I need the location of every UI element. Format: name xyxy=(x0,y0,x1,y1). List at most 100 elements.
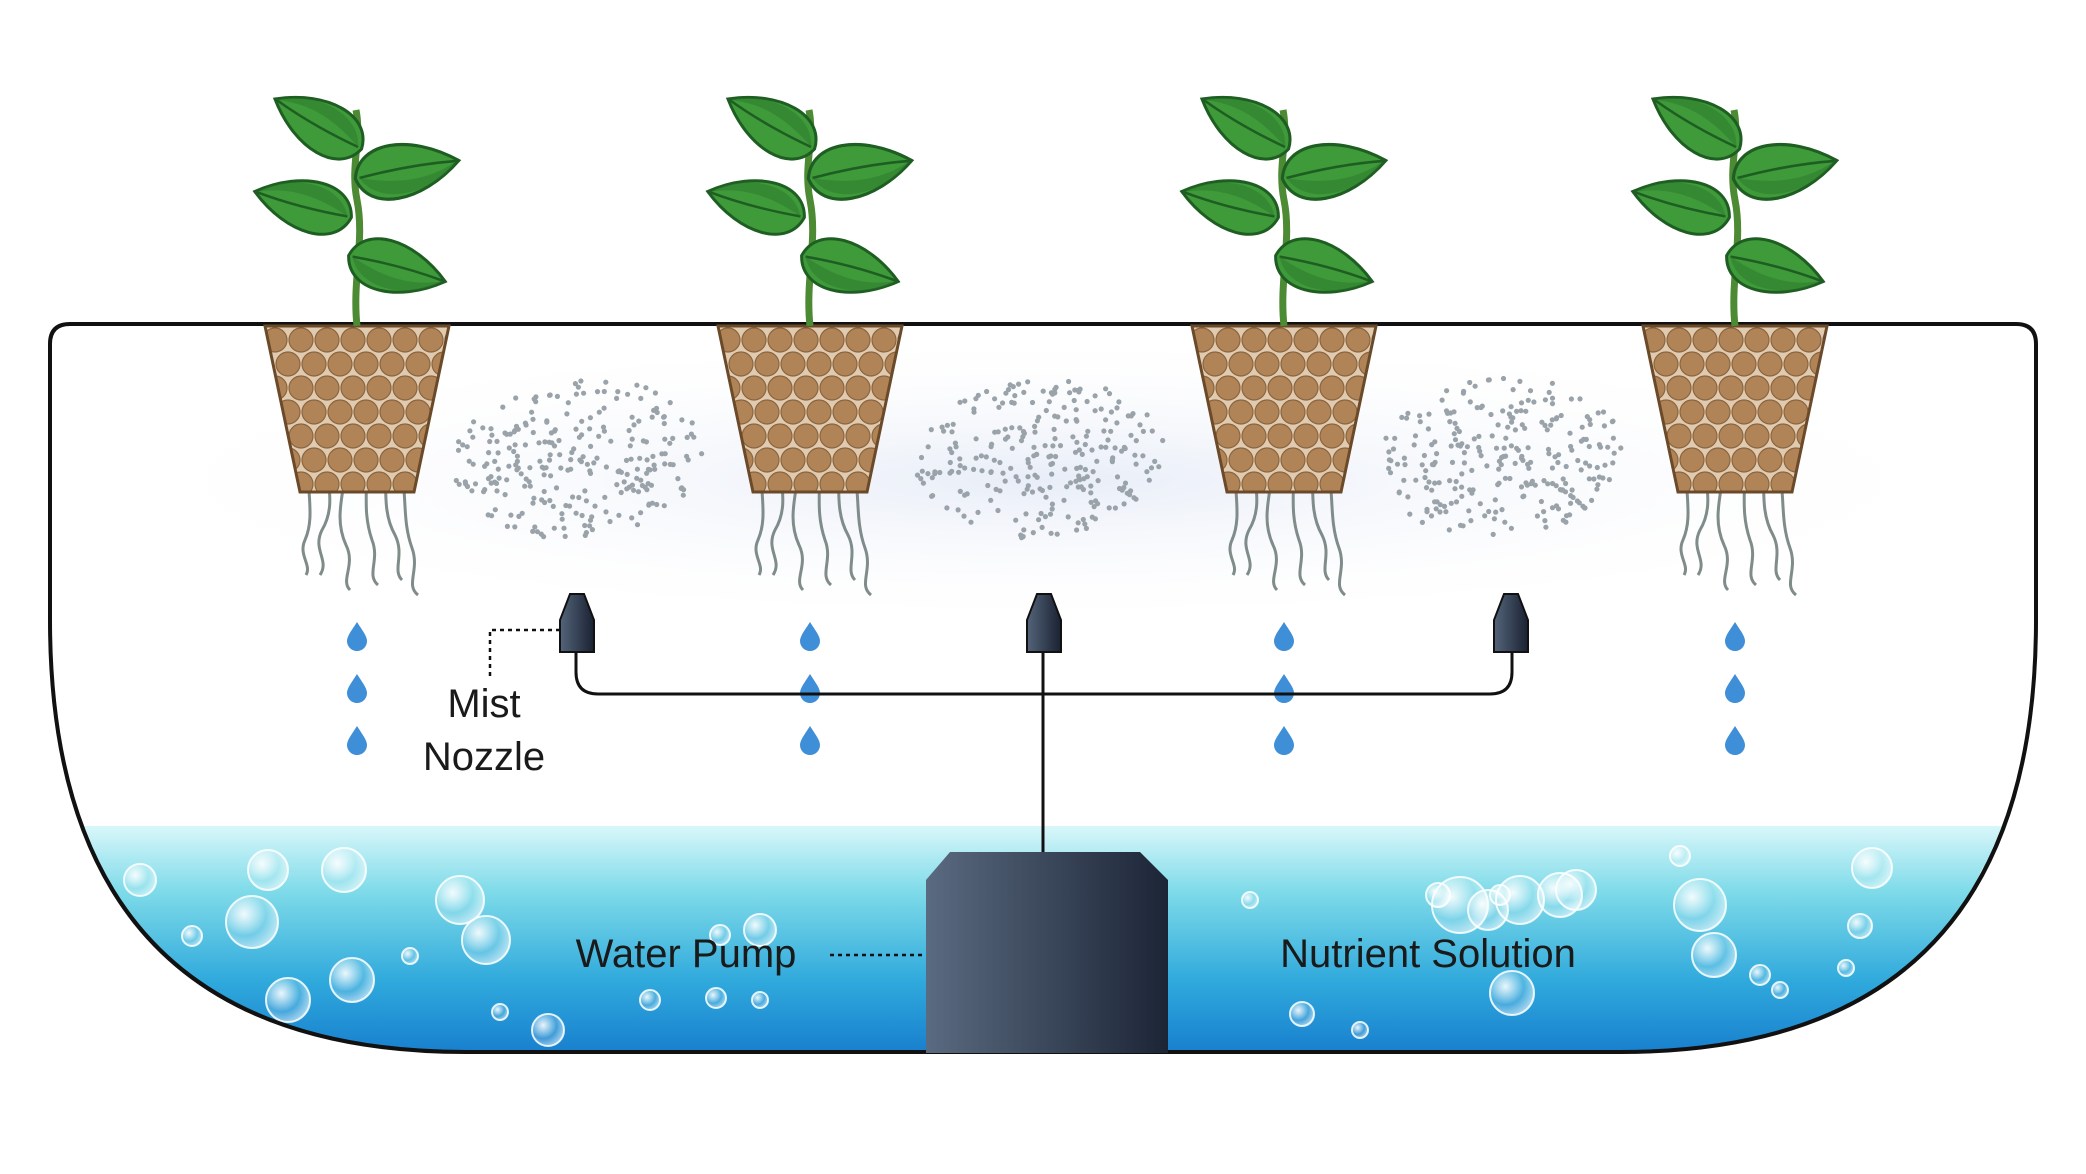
mist-dot xyxy=(670,435,676,441)
mist-dot xyxy=(1000,400,1006,406)
mist-dot xyxy=(544,418,550,424)
pebble xyxy=(392,327,418,353)
mist-dot xyxy=(1128,413,1134,419)
pebble xyxy=(301,399,327,425)
mist-dot xyxy=(470,461,476,467)
mist-dot xyxy=(596,433,602,439)
pebble xyxy=(819,423,845,449)
mist-dot xyxy=(941,428,947,434)
mist-dot xyxy=(1591,476,1597,482)
mist-dot xyxy=(1433,506,1439,512)
mist-dot xyxy=(957,456,963,462)
mist-dot xyxy=(634,475,640,481)
pebble xyxy=(1280,351,1306,377)
mist-dot xyxy=(919,468,925,474)
pebble xyxy=(1666,423,1692,449)
mist-dot xyxy=(1387,470,1394,476)
mist-dot xyxy=(1586,476,1592,482)
mist-dot xyxy=(601,388,607,395)
pebble xyxy=(405,351,431,377)
mist-dot xyxy=(1610,460,1616,466)
mist-dot xyxy=(1013,517,1019,523)
mist-dot xyxy=(1383,435,1389,441)
bubble xyxy=(1489,884,1511,906)
mist-dot xyxy=(1482,513,1488,519)
mist-dot xyxy=(480,425,486,431)
mist-dot xyxy=(1549,380,1555,386)
bubble xyxy=(705,987,727,1009)
mist-dot xyxy=(481,489,487,495)
mist-dot xyxy=(623,457,630,463)
mist-dot xyxy=(1128,432,1134,438)
mist-nozzle-label: Mist xyxy=(447,682,520,726)
droplet-icon xyxy=(347,622,367,651)
leaf xyxy=(725,95,818,161)
leaf-shade xyxy=(1730,256,1822,291)
mist-dot xyxy=(1160,437,1166,444)
mist-dot xyxy=(1088,490,1094,496)
mist-dot xyxy=(1600,409,1607,415)
mist-dot xyxy=(1076,389,1082,395)
mist-piping xyxy=(574,650,1514,852)
mist-dot xyxy=(1114,420,1120,426)
pebble xyxy=(1718,327,1744,353)
mist-dot xyxy=(654,501,660,508)
leaf-vein xyxy=(1634,190,1726,218)
mist-dot xyxy=(1106,391,1113,397)
pebble xyxy=(871,327,897,353)
pot-outline xyxy=(263,324,451,494)
mist-dot xyxy=(601,405,607,411)
pebble xyxy=(767,327,793,353)
mist-dot xyxy=(456,481,462,487)
mist-dot xyxy=(570,494,576,500)
mist-dot xyxy=(638,395,644,401)
mist-dot xyxy=(489,513,495,519)
mist-dot xyxy=(495,466,501,472)
pebble xyxy=(275,351,301,377)
droplet-icon xyxy=(347,674,367,703)
mist-dot xyxy=(1013,474,1019,480)
mist-dot xyxy=(1542,518,1548,524)
mist-dot xyxy=(1524,482,1530,488)
pebble xyxy=(405,399,431,425)
mist-dot xyxy=(920,480,927,486)
mist-dot xyxy=(1549,395,1556,401)
mist-dot xyxy=(1488,411,1494,418)
leaf-shade xyxy=(359,160,457,195)
mist-dot xyxy=(1025,456,1031,463)
droplet-icon xyxy=(800,622,820,651)
mist-dot xyxy=(1103,386,1109,392)
mist-dot xyxy=(995,507,1001,514)
mist-dot xyxy=(550,503,556,509)
pebble xyxy=(1319,327,1345,353)
mist-dot xyxy=(1508,414,1514,420)
pot-outline xyxy=(1641,324,1829,494)
mist-dot xyxy=(1479,403,1485,409)
mist-dot xyxy=(1527,388,1534,394)
mist-dot xyxy=(1032,429,1038,435)
mist-dot xyxy=(1066,378,1072,385)
mist-dot xyxy=(1601,423,1607,429)
leaf-vein xyxy=(1653,98,1737,149)
mist-dot xyxy=(1122,445,1128,452)
leaf-vein xyxy=(805,255,897,283)
mist-dot xyxy=(547,497,553,504)
mist-dot xyxy=(464,444,470,450)
mist-dot xyxy=(1441,503,1448,509)
mist-dot xyxy=(534,529,541,535)
pebble xyxy=(793,327,819,353)
pebble xyxy=(1744,375,1770,401)
water-bubbles xyxy=(123,845,2021,1047)
bubble xyxy=(209,999,231,1021)
pebble xyxy=(1731,351,1757,377)
mist-dot xyxy=(551,525,557,531)
leaf-vein xyxy=(709,190,801,218)
leaf xyxy=(1199,95,1292,161)
mist-dot xyxy=(587,523,593,529)
pebble xyxy=(1744,471,1770,492)
mist-dot xyxy=(1543,524,1549,530)
mist-dot xyxy=(1459,484,1465,490)
mist-dot xyxy=(635,489,642,495)
mist-dot xyxy=(1149,428,1155,434)
mist-dot xyxy=(1411,442,1417,448)
